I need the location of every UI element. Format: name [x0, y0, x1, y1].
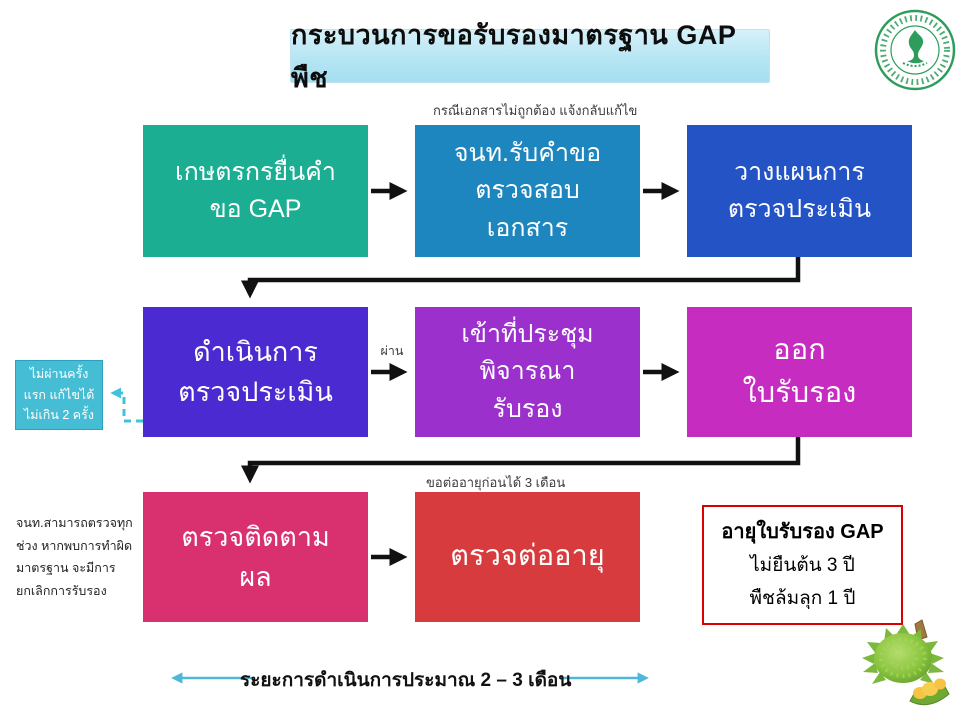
note-fail-retry: ไม่ผ่านครั้ง แรก แก้ไขได้ ไม่เกิน 2 ครั้… — [15, 360, 103, 430]
cert-validity-lines: ไม่ยืนต้น 3 ปี พืชล้มลุก 1 ปี — [749, 554, 856, 609]
flow-box-renewal-audit: ตรวจต่ออายุ — [415, 492, 640, 622]
slide-title: กระบวนการขอรับรองมาตรฐาน GAP พืช — [290, 20, 770, 93]
flow-box-plan-audit: วางแผนการ ตรวจประเมิน — [687, 125, 912, 257]
cert-validity-box: อายุใบรับรอง GAP ไม่ยืนต้น 3 ปี พืชล้มลุ… — [702, 505, 903, 625]
flow-box-conduct-audit: ดำเนินการ ตรวจประเมิน — [143, 307, 368, 437]
note-inspector-cancel: จนท.สามารถตรวจทุก ช่วง หากพบการทำผิด มาต… — [16, 516, 133, 598]
dashed-arrow-fail-note — [110, 387, 143, 423]
note-document-incorrect: กรณีเอกสารไม่ถูกต้อง แจ้งกลับแก้ไข — [433, 103, 638, 118]
duration-text: ระยะการดำเนินการประมาณ 2 – 3 เดือน — [240, 670, 572, 691]
cert-validity-title: อายุใบรับรอง GAP — [721, 520, 884, 543]
note-renew-before: ขอต่ออายุก่อนได้ 3 เดือน — [426, 475, 566, 490]
flow-box-issue-certificate: ออก ใบรับรอง — [687, 307, 912, 437]
flow-box-farmer-submit: เกษตรกรยื่นคำ ขอ GAP — [143, 125, 368, 257]
department-seal-icon — [874, 9, 956, 91]
flow-box-committee-review: เข้าที่ประชุม พิจารณา รับรอง — [415, 307, 640, 437]
flow-box-officer-receive: จนท.รับคำขอ ตรวจสอบ เอกสาร — [415, 125, 640, 257]
elbow-box3-box4 — [241, 257, 801, 299]
label-pass: ผ่าน — [380, 344, 404, 358]
durian-icon — [862, 619, 950, 706]
flow-box-follow-up-audit: ตรวจติดตาม ผล — [143, 492, 368, 622]
